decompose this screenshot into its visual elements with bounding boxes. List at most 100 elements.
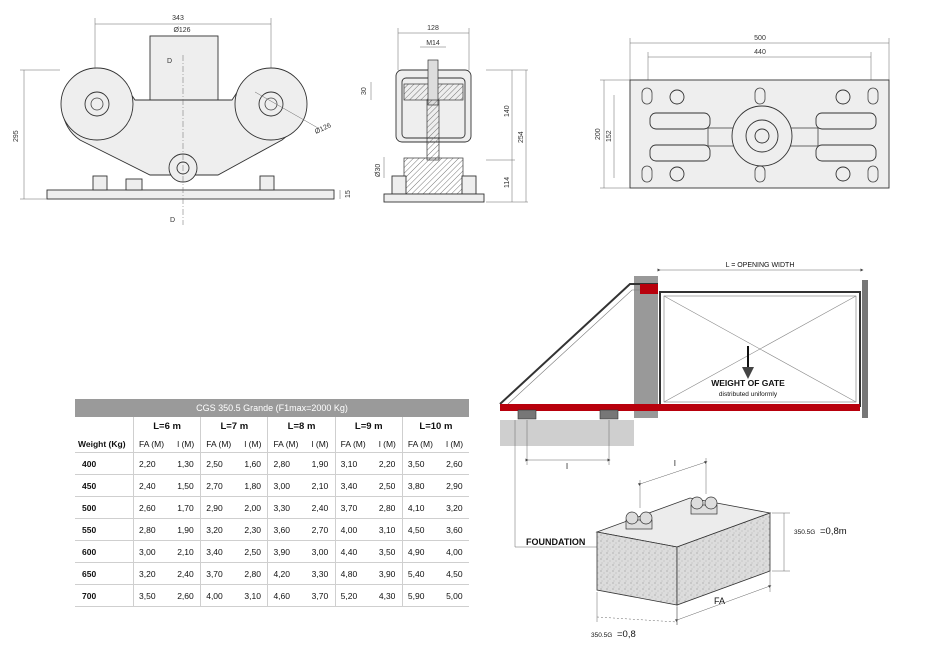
foundation-label: FOUNDATION: [526, 537, 585, 547]
weight-cell: 700: [75, 584, 134, 607]
fa-cell: 4,00: [200, 584, 240, 607]
l-cell: 3,90: [373, 562, 403, 585]
fa-cell: 5,90: [401, 584, 442, 607]
depth-code: 350.5G: [794, 529, 815, 536]
l-cell: 4,00: [441, 540, 469, 563]
weight-cell: 650: [75, 562, 134, 585]
column-header-row: Weight (Kg) FA (M) l (M) FA (M) l (M) FA…: [75, 435, 469, 453]
dim-295: 295: [13, 130, 20, 142]
foundation-l-label: l: [674, 459, 676, 468]
l-cell: 2,50: [373, 474, 403, 497]
dim-440: 440: [754, 49, 766, 56]
length-header: L=7 m: [200, 417, 268, 435]
l-cell: 2,30: [239, 518, 268, 541]
weight-cell: 500: [75, 496, 134, 519]
fa-cell: 3,70: [334, 496, 374, 519]
load-table: CGS 350.5 Grande (F1max=2000 Kg) L=6 m L…: [75, 399, 469, 607]
dim-114: 114: [504, 177, 511, 188]
dim-140: 140: [504, 105, 511, 117]
l-cell: 1,90: [306, 452, 336, 475]
dim-o30: Ø30: [375, 164, 382, 177]
l-header: l (M): [446, 438, 464, 449]
weight-header: Weight (Kg): [78, 438, 126, 449]
rail: [500, 404, 860, 411]
l-cell: 2,40: [306, 496, 336, 519]
weight-cell: 600: [75, 540, 134, 563]
l-cell: 2,70: [306, 518, 336, 541]
fa-cell: 3,00: [133, 540, 173, 563]
fa-header: FA (M): [401, 435, 442, 453]
l-cell: 3,10: [373, 518, 403, 541]
fa-cell: 3,60: [267, 518, 307, 541]
roller-spacing-label: l: [566, 462, 568, 471]
l-cell: 1,80: [239, 474, 268, 497]
fa-header: FA (M): [334, 435, 374, 453]
foundation-diagram: FOUNDATION l 350.5G =0,8m FA: [514, 420, 847, 640]
l-header: l (M): [311, 438, 329, 449]
dim-128: 128: [427, 25, 439, 32]
l-cell: 1,60: [239, 452, 268, 475]
front-view: 343 Ø126 D D Ø126 295: [13, 15, 352, 225]
fa-header: FA (M): [200, 435, 240, 453]
dim-343: 343: [172, 15, 184, 22]
fa-cell: 2,60: [133, 496, 173, 519]
fa-cell: 4,60: [267, 584, 307, 607]
section-mark-d-top: D: [167, 58, 172, 65]
gate-diagram: L = OPENING WIDTH WEIGHT OF GATE distrib…: [499, 262, 868, 471]
l-cell: 2,90: [441, 474, 469, 497]
l-cell: 2,80: [373, 496, 403, 519]
length-header: L=6 m: [132, 417, 201, 435]
fa-cell: 4,20: [267, 562, 307, 585]
l-cell: 1,70: [172, 496, 201, 519]
fa-cell: 3,00: [267, 474, 307, 497]
l-cell: 3,00: [306, 540, 336, 563]
fa-cell: 3,40: [334, 474, 374, 497]
fa-cell: 2,90: [200, 496, 240, 519]
l-cell: 2,60: [441, 452, 469, 475]
fa-cell: 2,70: [200, 474, 240, 497]
l-cell: 2,50: [239, 540, 268, 563]
fa-cell: 3,20: [133, 562, 173, 585]
length-header-row: L=6 m L=7 m L=8 m L=9 m L=10 m: [75, 417, 469, 435]
top-view: 500 440 200 152: [595, 35, 890, 189]
l-header: l (M): [378, 438, 396, 449]
l-cell: 2,60: [172, 584, 201, 607]
fa-cell: 2,50: [200, 452, 240, 475]
l-header: l (M): [244, 438, 262, 449]
fa-cell: 5,20: [334, 584, 374, 607]
l-cell: 2,80: [239, 562, 268, 585]
l-cell: 2,20: [373, 452, 403, 475]
fa-cell: 4,80: [334, 562, 374, 585]
dim-500: 500: [754, 35, 766, 42]
fa-cell: 4,00: [334, 518, 374, 541]
length-header: L=9 m: [334, 417, 403, 435]
l-cell: 4,30: [373, 584, 403, 607]
dim-m14: M14: [426, 40, 440, 47]
fa-cell: 3,50: [133, 584, 173, 607]
fa-cell: 3,40: [200, 540, 240, 563]
fa-cell: 2,80: [267, 452, 307, 475]
l-cell: 1,30: [172, 452, 201, 475]
dim-wheel-dia-2: Ø126: [314, 122, 333, 136]
fa-cell: 3,50: [401, 452, 442, 475]
depth-value: =0,8m: [820, 526, 847, 537]
fa-header: FA (M): [133, 435, 173, 453]
fa-cell: 4,50: [401, 518, 442, 541]
l-cell: 4,50: [441, 562, 469, 585]
dim-wheel-dia: Ø126: [173, 27, 190, 34]
l-cell: 1,90: [172, 518, 201, 541]
table-title: CGS 350.5 Grande (F1max=2000 Kg): [75, 399, 469, 417]
side-view: 128 M14 30 Ø30 140 254 114: [361, 25, 528, 203]
l-cell: 5,00: [441, 584, 469, 607]
dim-254: 254: [518, 131, 525, 143]
length-header: L=10 m: [401, 417, 469, 435]
fa-cell: 2,20: [133, 452, 173, 475]
weight-distributed-label: distributed uniformly: [719, 391, 778, 398]
l-cell: 2,10: [172, 540, 201, 563]
